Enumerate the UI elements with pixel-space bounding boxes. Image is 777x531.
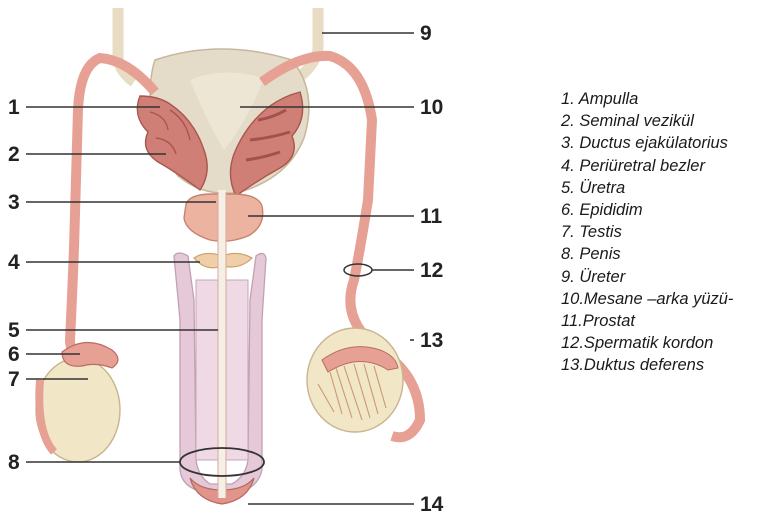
callout-14: 14 <box>420 493 444 516</box>
callout-9: 9 <box>420 22 432 45</box>
legend-item: 2. Seminal vezikül <box>561 110 733 132</box>
callout-13: 13 <box>420 329 443 352</box>
legend-item: 10.Mesane –arka yüzü- <box>561 288 733 310</box>
legend-item: 11.Prostat <box>561 310 733 332</box>
callout-3: 3 <box>8 191 20 214</box>
legend-item: 1. Ampulla <box>561 88 733 110</box>
legend-item: 6. Epididim <box>561 199 733 221</box>
callout-4: 4 <box>8 251 20 274</box>
callout-10: 10 <box>420 96 443 119</box>
legend-item: 3. Ductus ejakülatorius <box>561 132 733 154</box>
callout-5: 5 <box>8 319 20 342</box>
legend-item: 8. Penis <box>561 243 733 265</box>
legend-item: 13.Duktus deferens <box>561 354 733 376</box>
callout-6: 6 <box>8 343 20 366</box>
legend-list: 1. Ampulla 2. Seminal vezikül 3. Ductus … <box>561 88 733 377</box>
callout-1: 1 <box>8 96 20 119</box>
legend-item: 9. Üreter <box>561 266 733 288</box>
callout-12: 12 <box>420 259 443 282</box>
right-ureter <box>298 8 318 78</box>
legend-item: 4. Periüretral bezler <box>561 155 733 177</box>
callout-11: 11 <box>420 205 443 228</box>
callout-8: 8 <box>8 451 20 474</box>
left-epididymis <box>62 342 118 368</box>
callout-2: 2 <box>8 143 20 166</box>
legend-item: 5. Üretra <box>561 177 733 199</box>
callout-7: 7 <box>8 368 20 391</box>
legend-item: 7. Testis <box>561 221 733 243</box>
right-testis-section <box>307 328 403 432</box>
legend-item: 12.Spermatik kordon <box>561 332 733 354</box>
